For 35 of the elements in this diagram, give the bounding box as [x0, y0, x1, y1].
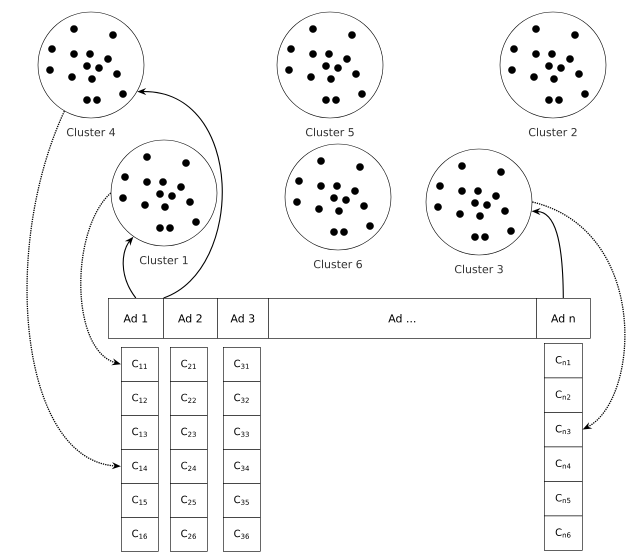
- table-cell: Ad 1: [108, 298, 164, 339]
- node-label: Cluster 1: [140, 256, 188, 264]
- table-cell: C$_{16}$: [121, 517, 159, 552]
- table-cell: C$_{23}$: [170, 415, 208, 450]
- table-cell: C$_{35}$: [223, 483, 261, 518]
- table-cell: Ad 3: [217, 298, 269, 339]
- table-cell: C$_{11}$: [121, 347, 159, 382]
- table-cell: C$_{34}$: [223, 449, 261, 484]
- table-cell: C$_{n6}$: [544, 516, 583, 551]
- table-cell: C$_{22}$: [170, 381, 208, 416]
- node-label: Cluster 6: [314, 260, 362, 268]
- table-cell: C$_{n1}$: [544, 343, 583, 378]
- table-cell: C$_{n5}$: [544, 481, 583, 516]
- node-label: Cluster 3: [454, 264, 503, 274]
- node-label: Cluster 4: [66, 128, 116, 136]
- table-cell: Ad 2: [163, 298, 218, 339]
- table-cell: C$_{36}$: [223, 517, 261, 552]
- table-cell: C$_{12}$: [121, 381, 159, 416]
- table-cell: C$_{24}$: [170, 449, 208, 484]
- node-label: Cluster 5: [306, 128, 354, 136]
- table-cell: C$_{31}$: [223, 347, 261, 382]
- table-cell: C$_{26}$: [170, 517, 208, 552]
- table-cell: C$_{n4}$: [544, 446, 583, 482]
- table-cell: C$_{33}$: [223, 415, 261, 450]
- table-cell: C$_{n2}$: [544, 378, 583, 413]
- table-cell: Ad n: [536, 298, 591, 339]
- table-cell: Ad ...: [268, 298, 537, 339]
- table-cell: C$_{14}$: [121, 449, 159, 484]
- table-cell: C$_{n3}$: [544, 412, 583, 448]
- table-cell: C$_{25}$: [170, 483, 208, 518]
- table-cell: C$_{13}$: [121, 415, 159, 450]
- table-cell: C$_{15}$: [121, 483, 159, 518]
- table-cell: C$_{21}$: [170, 347, 208, 382]
- node-label: Cluster 2: [528, 128, 577, 136]
- table-cell: C$_{32}$: [223, 381, 261, 416]
